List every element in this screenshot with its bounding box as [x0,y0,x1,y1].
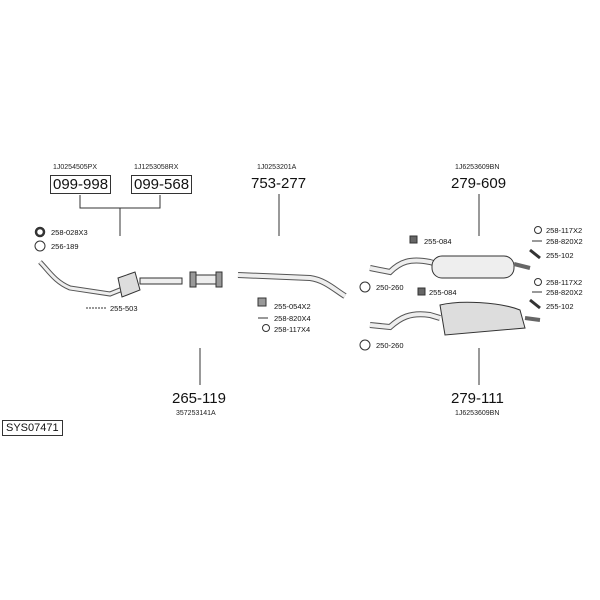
acc-ring-top[interactable]: 258-117X2 [546,226,583,235]
acc-ring-bottom[interactable]: 258-117X2 [546,278,583,287]
acc-hanger-top[interactable]: 255-084 [424,237,452,246]
system-code: SYS07471 [2,420,63,436]
acc-mount-bottom[interactable]: 255-102 [546,302,574,311]
catalyst-front-pipe [38,260,183,298]
clamp-icon [359,281,371,293]
clamp-icon [257,297,267,307]
acc-bolt-mid[interactable]: 258-820X4 [274,314,311,323]
mount-icon [529,298,541,310]
oem-middle: 1J0253201A [257,164,297,171]
part-number-cat2[interactable]: 099-568 [131,175,193,194]
ring-icon [534,278,542,286]
acc-clamp-top[interactable]: 250-260 [376,283,404,292]
hanger-icon [417,287,426,296]
acc-ring-mid[interactable]: 258-117X4 [274,325,311,334]
gasket-icon [34,240,46,252]
rear-muffler-top [369,255,531,279]
part-number-rear-bottom[interactable]: 279-111 [451,390,504,407]
oem-rear-top: 1J6253609BN [455,164,500,171]
part-number-rear-top[interactable]: 279-609 [451,175,507,192]
leader-lines [79,194,480,385]
acc-clamp-mid[interactable]: 255-054X2 [274,302,311,311]
acc-hanger-bottom[interactable]: 255-084 [429,288,457,297]
middle-pipe [237,272,347,299]
part-number-cat1[interactable]: 099-998 [50,175,112,194]
acc-gasket[interactable]: 256-189 [51,242,79,251]
nut-icon [34,226,46,238]
mount-icon [529,248,541,260]
acc-bracket-front[interactable]: 255-503 [110,304,138,313]
acc-mount-top[interactable]: 255-102 [546,251,574,260]
acc-bolt-bottom[interactable]: 258-820X2 [546,288,583,297]
oem-front: 357253141A [176,410,216,417]
part-number-front[interactable]: 265-119 [172,390,226,407]
oem-cat1: 1J0254505PX [53,164,97,171]
ring-icon [262,324,270,332]
acc-nut[interactable]: 258-028X3 [51,228,88,237]
acc-bolt-top[interactable]: 258-820X2 [546,237,583,246]
rear-muffler-bottom [369,301,541,336]
acc-clamp-bottom[interactable]: 250-260 [376,341,404,350]
connector-sleeve [189,271,223,288]
part-number-middle[interactable]: 753-277 [251,175,307,192]
oem-cat2: 1J1253058RX [134,164,179,171]
oem-rear-bottom: 1J6253609BN [455,410,500,417]
clamp-icon [359,339,371,351]
ring-icon [534,226,542,234]
hanger-icon [409,235,418,244]
